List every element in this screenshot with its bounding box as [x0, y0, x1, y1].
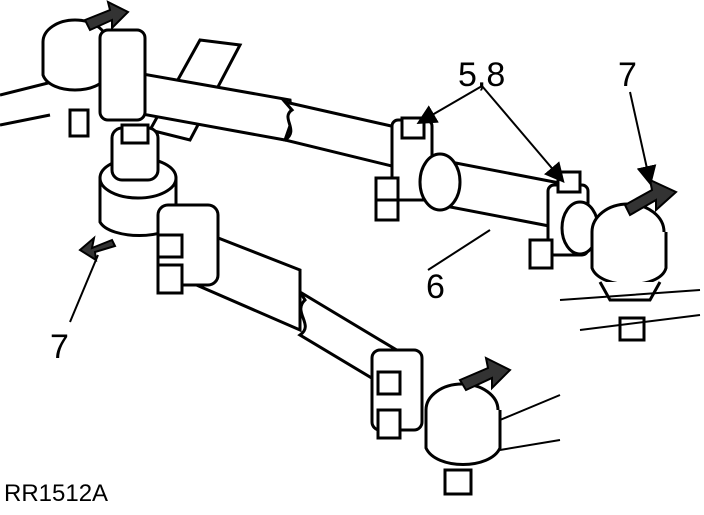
leader-line: [69, 85, 657, 323]
upper-tie-rod: [118, 68, 572, 232]
callout-ball-joint-right: 7: [618, 56, 637, 94]
figure-reference: RR1512A: [4, 480, 109, 507]
arrow-icon: [458, 356, 512, 392]
upper-clamp-right: [528, 170, 600, 270]
lower-tie-rod: [156, 203, 424, 440]
callout-clamps: 5,8: [458, 56, 506, 94]
callout-tube: 6: [426, 268, 445, 306]
callout-ball-joint-left: 7: [50, 328, 69, 366]
arrow-icon: [83, 0, 130, 32]
ball-joint-right: [559, 202, 701, 342]
arrow-icon: [78, 235, 117, 262]
ball-joint-top-left: [41, 18, 147, 138]
ball-joint-lower-right: [424, 382, 561, 496]
arrow-icon: [623, 178, 678, 217]
